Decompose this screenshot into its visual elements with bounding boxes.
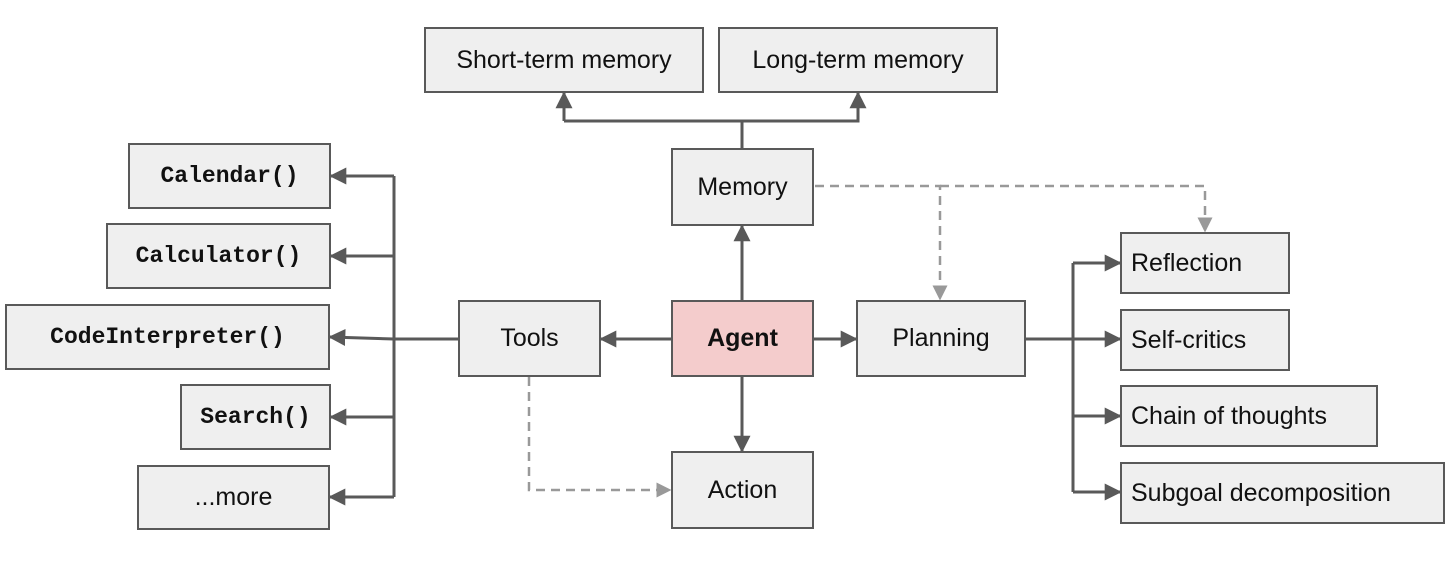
- subgoal-decomposition-node: Subgoal decomposition: [1120, 462, 1445, 524]
- line-tools-trunk: [392, 176, 458, 497]
- short-term-memory-node: Short-term memory: [424, 27, 704, 93]
- chain-of-thoughts-node: Chain of thoughts: [1120, 385, 1378, 447]
- code-interpreter-tool-node: CodeInterpreter(): [5, 304, 330, 370]
- dashed-memory-planning: [815, 184, 948, 301]
- long-term-memory-node: Long-term memory: [718, 27, 998, 93]
- planning-node: Planning: [856, 300, 1026, 377]
- calendar-tool-node: Calendar(): [128, 143, 331, 209]
- reflection-node: Reflection: [1120, 232, 1290, 294]
- action-node: Action: [671, 451, 814, 529]
- tools-node: Tools: [458, 300, 601, 377]
- search-tool-node: Search(): [180, 384, 331, 450]
- more-tools-node: ...more: [137, 465, 330, 530]
- arrow-memory-long-term: [742, 91, 867, 123]
- calculator-tool-node: Calculator(): [106, 223, 331, 289]
- arrow-tools-code-interpreter: [328, 328, 395, 346]
- self-critics-node: Self-critics: [1120, 309, 1290, 371]
- memory-node: Memory: [671, 148, 814, 226]
- line-memory-trunk: [564, 119, 744, 148]
- dashed-tools-action: [527, 377, 672, 498]
- agent-node: Agent: [671, 300, 814, 377]
- dashed-memory-reflection: [940, 184, 1213, 233]
- line-planning-trunk: [1026, 263, 1075, 492]
